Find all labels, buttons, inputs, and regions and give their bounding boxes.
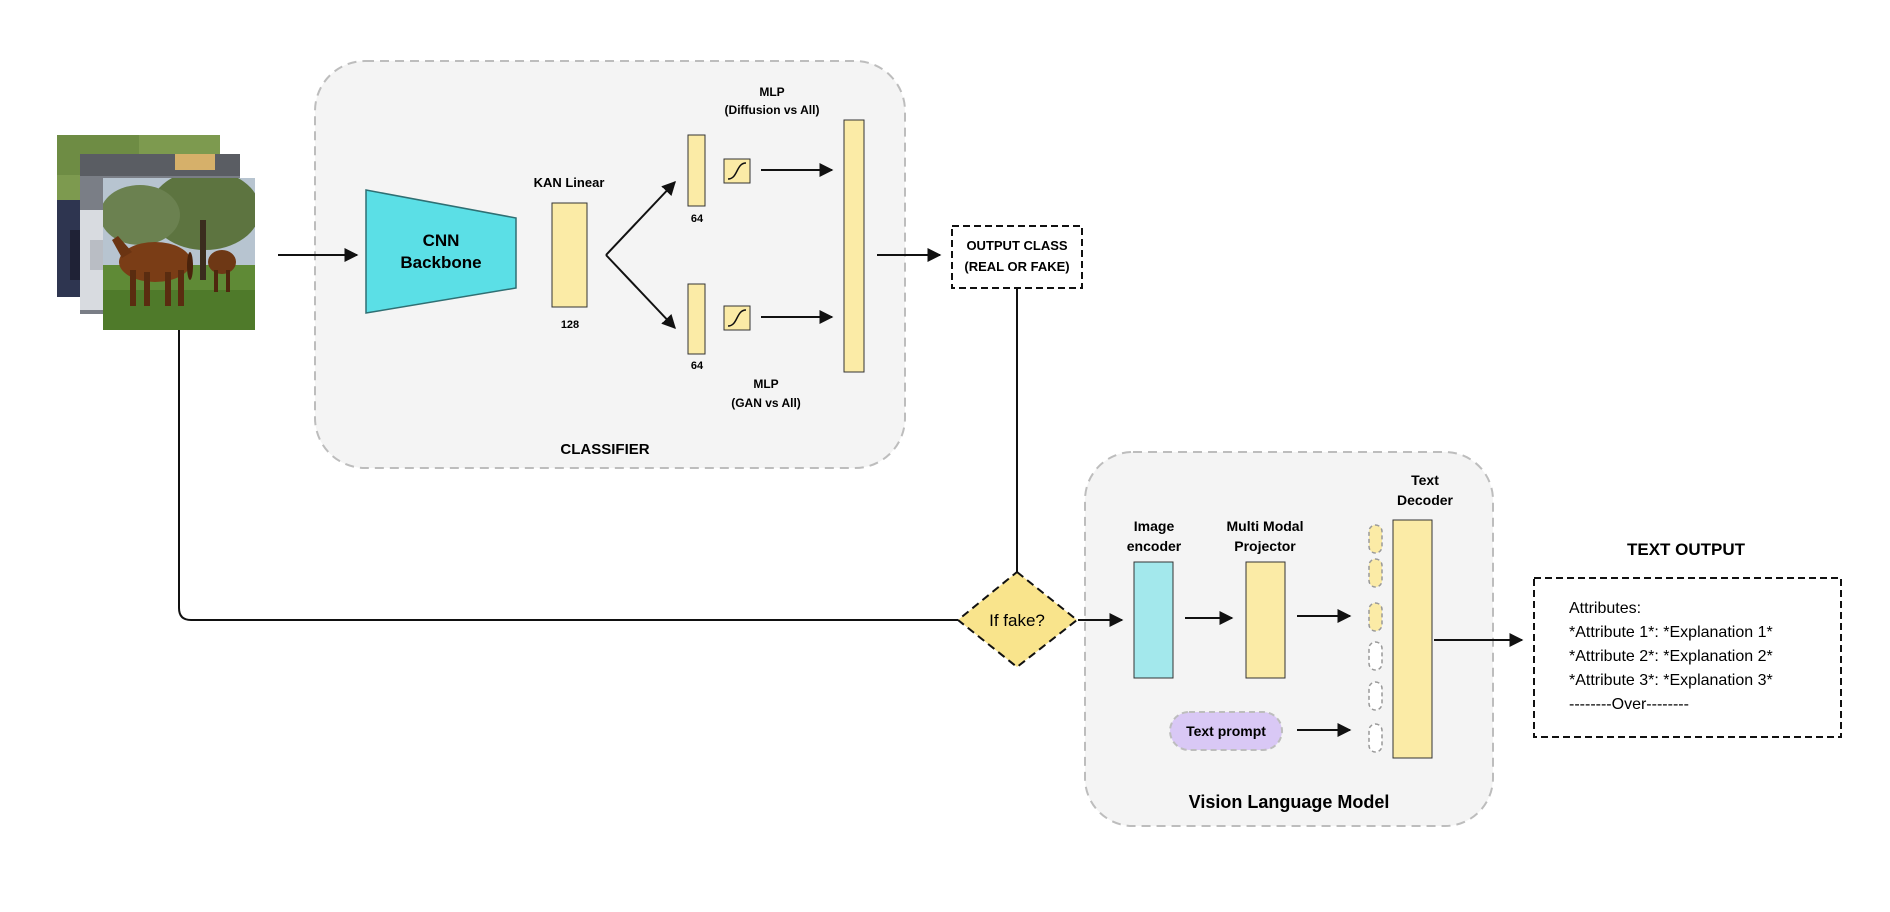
vlm-title: Vision Language Model [1189,792,1390,812]
text-output-title: TEXT OUTPUT [1627,540,1746,559]
output-class-line1: OUTPUT CLASS [966,238,1067,253]
token-image-3 [1368,602,1383,632]
image-stack-icon [57,135,255,330]
classifier-title: CLASSIFIER [560,441,649,458]
mlp-top-title: MLP [759,85,784,99]
token-sequence [1368,524,1383,753]
mlp-bottom-subtitle: (GAN vs All) [731,396,801,410]
text-output-line: Attributes: [1569,600,1641,617]
decoder-label-line2: Decoder [1397,492,1454,508]
projector-label-line1: Multi Modal [1227,518,1304,534]
concat-block [843,119,865,373]
token-text-3 [1368,723,1383,753]
image-skip-path [178,330,958,621]
branch-arrow-top [605,180,676,256]
text-output-line: *Attribute 1*: *Explanation 1* [1569,624,1773,641]
mlp-top-subtitle: (Diffusion vs All) [725,103,820,117]
decision-diamond [956,570,1079,669]
image-encoder-label-line1: Image [1134,518,1175,534]
image-encoder-label-line2: encoder [1127,538,1182,554]
text-output-line: *Attribute 3*: *Explanation 3* [1569,672,1773,689]
text-decoder-block [1392,519,1433,759]
projector-block [1245,561,1286,679]
sigmoid-icon [723,305,751,331]
text-prompt-label: Text prompt [1186,723,1266,739]
kan-linear-block [551,202,588,308]
classifier-panel [314,60,906,469]
token-image-2 [1368,558,1383,588]
mlp-top-dim: 64 [691,213,704,225]
image-encoder-block [1133,561,1174,679]
mlp-bottom-block [687,283,706,355]
kan-linear-dim: 128 [561,319,579,331]
sigmoid-icon [723,158,751,184]
cnn-backbone-label-line1: CNN [423,231,460,250]
text-output-line: --------Over-------- [1569,696,1689,713]
cnn-backbone-label-line2: Backbone [400,253,481,272]
token-text-1 [1368,641,1383,671]
text-output-box [1533,577,1842,738]
kan-linear-label: KAN Linear [534,175,605,190]
projector-label-line2: Projector [1234,538,1296,554]
output-class-box [951,225,1083,289]
decision-label: If fake? [989,611,1045,630]
mlp-bottom-dim: 64 [691,360,704,372]
output-class-line2: (REAL OR FAKE) [964,259,1069,274]
mlp-top-block [687,134,706,207]
decoder-label-line1: Text [1411,472,1439,488]
text-output-line: *Attribute 2*: *Explanation 2* [1569,648,1773,665]
token-image-1 [1368,524,1383,554]
text-prompt-pill [1169,711,1283,751]
token-text-2 [1368,681,1383,711]
cnn-backbone-block [365,189,517,314]
mlp-bottom-title: MLP [753,377,778,391]
branch-arrow-bottom [605,254,676,330]
